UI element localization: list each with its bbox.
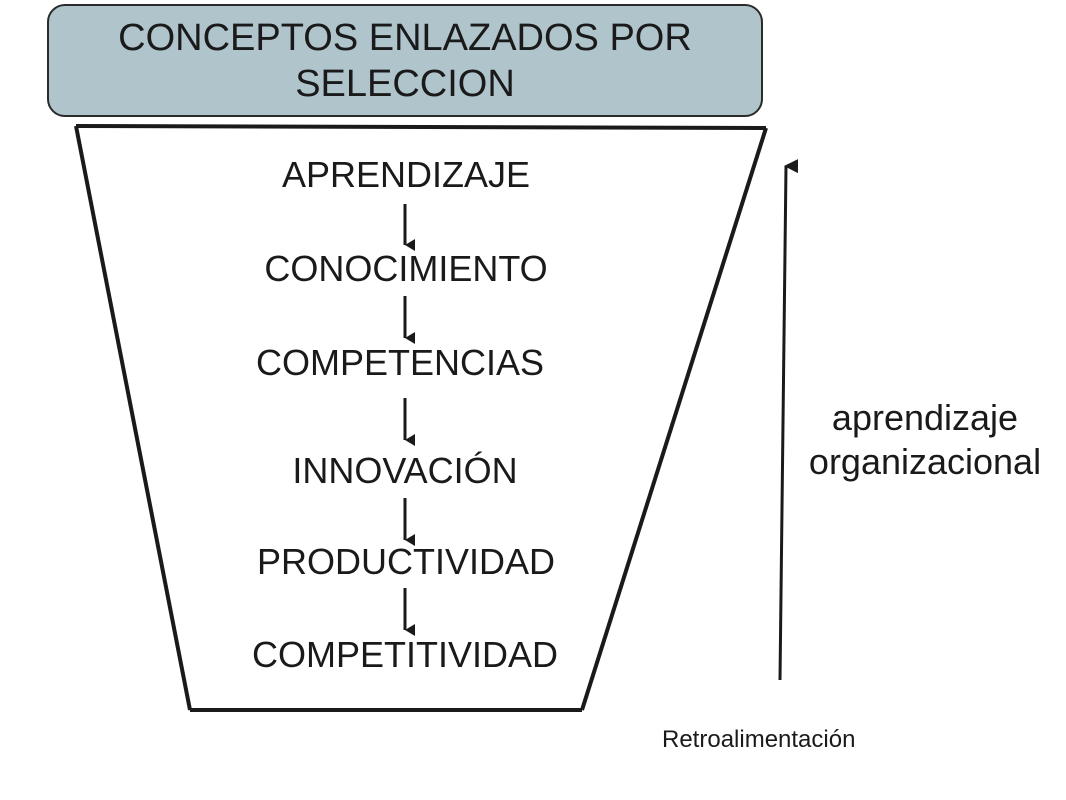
side-label-line1: aprendizaje xyxy=(831,397,1019,438)
concept-aprendizaje: APRENDIZAJE xyxy=(281,154,531,195)
feedback-label: Retroalimentación xyxy=(662,726,856,753)
concept-innovacion: INNOVACIÓN xyxy=(292,450,518,491)
diagram-title: CONCEPTOS ENLAZADOS POR SELECCION xyxy=(118,16,692,105)
title-box: CONCEPTOS ENLAZADOS POR SELECCION xyxy=(47,4,763,117)
funnel-top-edge xyxy=(75,124,767,130)
concept-conocimiento: CONOCIMIENTO xyxy=(264,248,548,289)
side-label-line2: organizacional xyxy=(808,441,1042,482)
side-label: aprendizaje organizacional xyxy=(809,396,1041,484)
funnel-left-edge xyxy=(74,125,192,711)
concept-productividad: PRODUCTIVIDAD xyxy=(256,541,556,582)
feedback-arrow xyxy=(778,159,799,681)
concept-competitividad: COMPETITIVIDAD xyxy=(251,634,559,675)
funnel-right-edge xyxy=(580,127,768,711)
concept-competencias: COMPETENCIAS xyxy=(255,342,545,383)
